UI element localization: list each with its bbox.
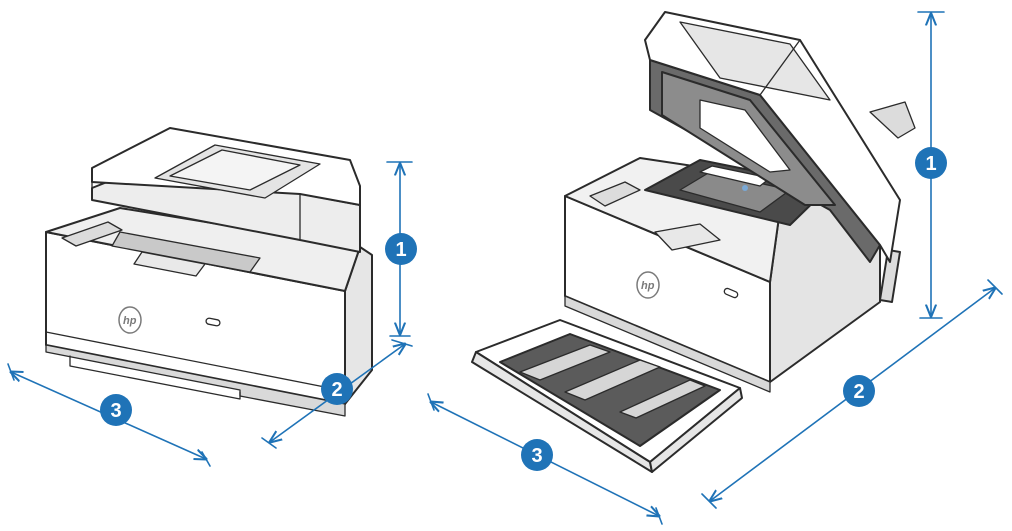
control-panel [61, 221, 123, 247]
hp-logo-text: hp [123, 315, 137, 327]
badge-left-width: 3 [100, 394, 132, 426]
svg-text:3: 3 [531, 445, 542, 467]
hp-logo-icon [636, 271, 660, 299]
tray-guide-center [564, 359, 661, 401]
badge-right-width: 3 [521, 439, 553, 471]
output-tray [654, 223, 721, 251]
output-slot [111, 231, 261, 273]
svg-text:1: 1 [925, 153, 936, 175]
badge-left-depth: 2 [321, 373, 353, 405]
badge-left-height: 1 [385, 233, 417, 265]
adf-paper-support [869, 101, 916, 139]
hp-logo-icon [118, 306, 142, 334]
scanner-lid-plate [699, 99, 791, 173]
power-button [205, 317, 221, 327]
adf-input-tray [679, 21, 831, 101]
paper-stop [133, 251, 206, 277]
printer-closed: hp [45, 127, 373, 417]
svg-text:2: 2 [331, 379, 342, 401]
control-panel [589, 181, 641, 207]
badge-right-height: 1 [915, 147, 947, 179]
hp-logo-text: hp [641, 280, 655, 292]
badge-right-depth: 2 [843, 375, 875, 407]
tray-guide-front [519, 344, 611, 381]
document-feeder [644, 11, 901, 263]
svg-text:3: 3 [110, 400, 121, 422]
printer-open: hp [471, 11, 916, 473]
svg-text:2: 2 [853, 381, 864, 403]
svg-text:1: 1 [395, 239, 406, 261]
